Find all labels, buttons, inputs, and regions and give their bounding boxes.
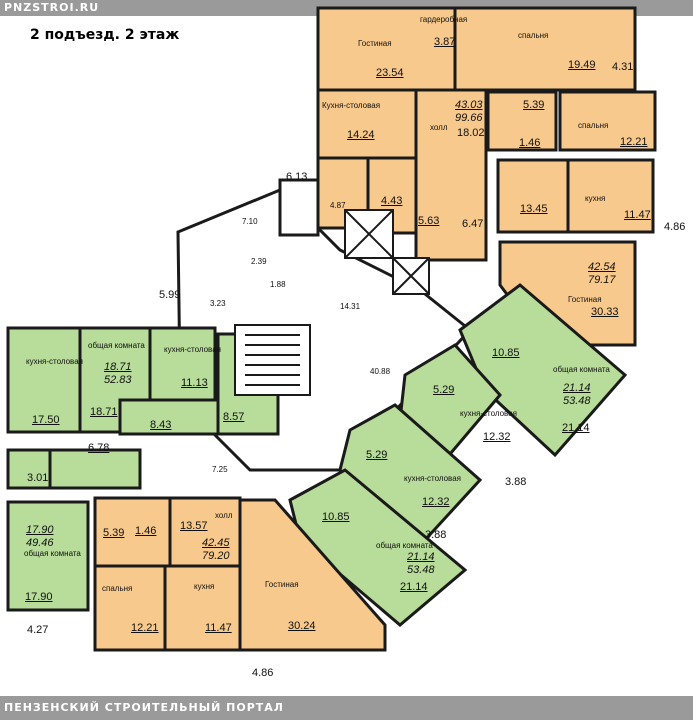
room-label: Гостиная	[265, 580, 299, 589]
room-label: спальня	[518, 31, 549, 40]
room-label: кухня-столовая	[26, 357, 83, 366]
area-value: 19.49	[568, 59, 596, 71]
room-label: кухня-столовая	[460, 409, 517, 418]
apartment-area: 79.17	[588, 274, 616, 286]
watermark-bottom: ПЕНЗЕНСКИЙ СТРОИТЕЛЬНЫЙ ПОРТАЛ	[4, 701, 284, 714]
room-label: гардеробная	[420, 15, 468, 24]
apartment-area: 42.54	[588, 261, 616, 273]
area-value: 11.47	[624, 209, 651, 221]
apartment-area: 53.48	[563, 395, 591, 407]
area-value: 11.47	[205, 622, 232, 634]
room-label: общая комната	[88, 341, 145, 350]
area-value: 10.85	[492, 347, 520, 359]
area-value: 5.39	[523, 99, 545, 111]
room-label: холл	[430, 123, 448, 132]
apartment-area: 52.83	[104, 374, 132, 386]
apartment-area: 99.66	[455, 112, 483, 124]
area-value: 30.33	[591, 306, 619, 318]
apartment-area: 21.14	[407, 551, 435, 563]
apartment-right-top	[486, 90, 657, 347]
area-value: 10.85	[322, 511, 350, 523]
area-value: 40.88	[370, 367, 391, 376]
area-value: 8.57	[223, 411, 245, 423]
area-value: 1.46	[519, 137, 541, 149]
room-label: спальня	[578, 121, 609, 130]
area-value: 12.21	[620, 136, 648, 148]
area-value: 7.10	[242, 217, 258, 226]
area-value: 3.88	[505, 476, 527, 488]
area-value: 11.13	[181, 377, 208, 389]
apartment-bottom	[93, 496, 387, 652]
apartment-area: 53.48	[407, 564, 435, 576]
area-value: 5.63	[418, 215, 440, 227]
area-value: 6.13	[286, 171, 308, 183]
area-value: 17.50	[32, 414, 60, 426]
area-value: 21.14	[562, 422, 590, 434]
area-value: 4.87	[330, 201, 346, 210]
apartment-area: 42.45	[202, 537, 230, 549]
area-value: 14.24	[347, 129, 375, 141]
apartment-area: 43.03	[455, 99, 483, 111]
stairwell	[234, 209, 430, 396]
area-value: 17.90	[25, 591, 53, 603]
area-value: 6.78	[88, 442, 110, 454]
area-value: 4.31	[612, 61, 634, 73]
room-label: холл	[215, 511, 233, 520]
area-value: 1.88	[270, 280, 286, 289]
area-value: 12.32	[422, 496, 450, 508]
area-value: 12.32	[483, 431, 511, 443]
room-label: кухня-столовая	[164, 345, 221, 354]
area-value: 13.57	[180, 520, 208, 532]
area-value: 4.43	[381, 195, 403, 207]
area-value: 30.24	[288, 620, 316, 632]
room-label: кухня	[585, 194, 606, 203]
watermark-top: PNZSTROI.RU	[4, 1, 100, 14]
area-value: 18.02	[457, 127, 485, 139]
area-value: 7.25	[212, 465, 228, 474]
area-value: 8.43	[150, 419, 172, 431]
area-value: 3.88	[425, 529, 447, 541]
plan-title: 2 подъезд. 2 этаж	[30, 27, 180, 43]
room-label: общая комната	[376, 541, 433, 550]
room-label: кухня-столовая	[404, 474, 461, 483]
room-label: общая комната	[553, 365, 610, 374]
area-value: 3.23	[210, 299, 226, 308]
area-value: 5.29	[366, 449, 388, 461]
room-label: общая комната	[24, 549, 81, 558]
area-value: 23.54	[376, 67, 404, 79]
room-label: кухня	[194, 582, 215, 591]
room-label: Гостиная	[568, 295, 602, 304]
apartment-area: 49.46	[26, 537, 54, 549]
area-value: 4.86	[252, 667, 274, 679]
area-value: 5.29	[433, 384, 455, 396]
area-value: 13.45	[520, 203, 548, 215]
area-value: 4.27	[27, 624, 49, 636]
area-value: 3.87	[434, 36, 456, 48]
area-value: 5.99	[159, 289, 181, 301]
area-value: 5.39	[103, 527, 125, 539]
area-value: 12.21	[131, 622, 159, 634]
area-value: 3.01	[27, 472, 49, 484]
apartment-area: 79.20	[202, 550, 230, 562]
apartment-area: 21.14	[563, 382, 591, 394]
bottom-watermark-band	[0, 696, 693, 720]
apartment-top	[278, 6, 637, 262]
area-value: 2.39	[251, 257, 267, 266]
room-label: спальня	[102, 584, 133, 593]
area-value: 18.71	[90, 406, 118, 418]
apartment-area: 17.90	[26, 524, 54, 536]
area-value: 4.86	[664, 221, 686, 233]
room-label: Гостиная	[358, 39, 392, 48]
room-label: Кухня-столовая	[322, 101, 381, 110]
area-value: 1.46	[135, 525, 157, 537]
area-value: 14.31	[340, 302, 361, 311]
apartment-area: 18.71	[104, 361, 132, 373]
area-value: 6.47	[462, 218, 484, 230]
area-value: 21.14	[400, 581, 428, 593]
